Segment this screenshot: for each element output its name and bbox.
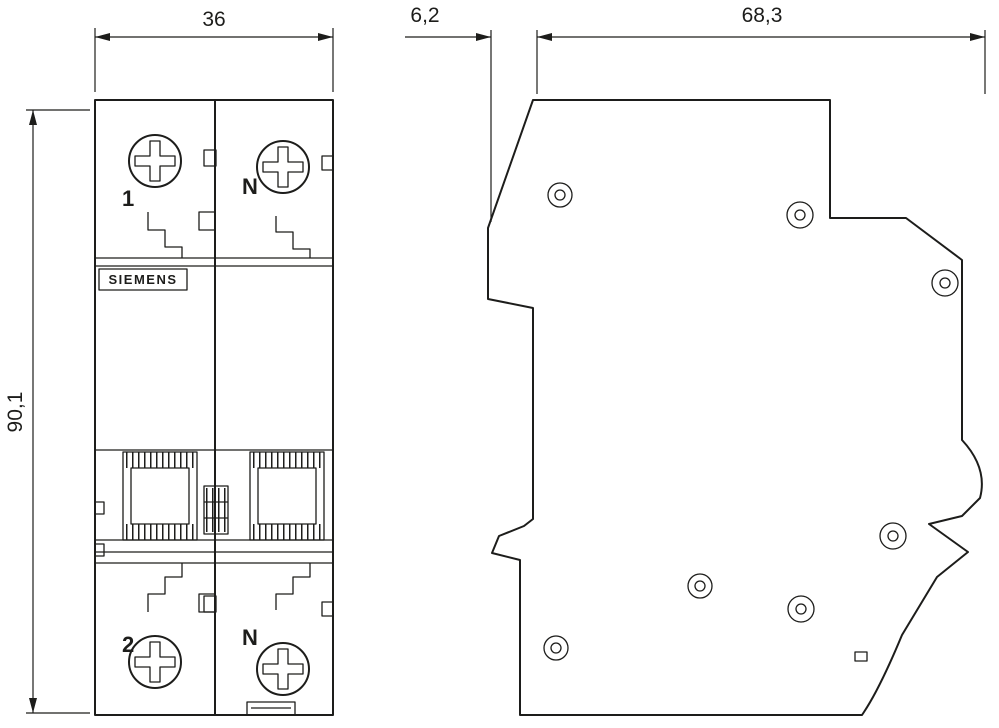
bottom-terminal-opening — [246, 701, 296, 716]
toggle-switch-left — [122, 451, 198, 541]
dimension-label-depth: 68,3 — [742, 4, 783, 27]
dimension-depth-68-3: 68,3 — [536, 4, 986, 94]
dimension-label-height: 90,1 — [4, 392, 27, 433]
screw-terminal-n-bottom — [256, 642, 310, 696]
terminal-label-2: 2 — [122, 632, 134, 657]
side-detail-tab — [854, 651, 868, 662]
side-view — [487, 99, 983, 716]
front-view: 1 N SIEMENS — [94, 99, 334, 716]
terminal-label-n-top: N — [242, 174, 258, 199]
screw-terminal-1 — [128, 134, 182, 188]
dimension-label-width: 36 — [202, 8, 225, 31]
dimension-height-90-1: 90,1 — [4, 109, 90, 714]
terminal-label-n-bottom: N — [242, 625, 258, 650]
toggle-switch-right — [249, 451, 325, 541]
dimension-clip-6-2: 6,2 — [405, 4, 492, 222]
screw-terminal-n-top — [256, 140, 310, 194]
brand-plate: SIEMENS — [98, 268, 188, 291]
toggle-interlock — [203, 485, 229, 535]
brand-label: SIEMENS — [108, 272, 177, 287]
dimension-width-36: 36 — [94, 8, 334, 92]
screw-terminal-2 — [128, 635, 182, 689]
dimension-label-clip: 6,2 — [410, 4, 439, 27]
side-profile-outline — [487, 99, 983, 716]
terminal-label-1: 1 — [122, 186, 134, 211]
rivet-pins — [543, 182, 959, 661]
